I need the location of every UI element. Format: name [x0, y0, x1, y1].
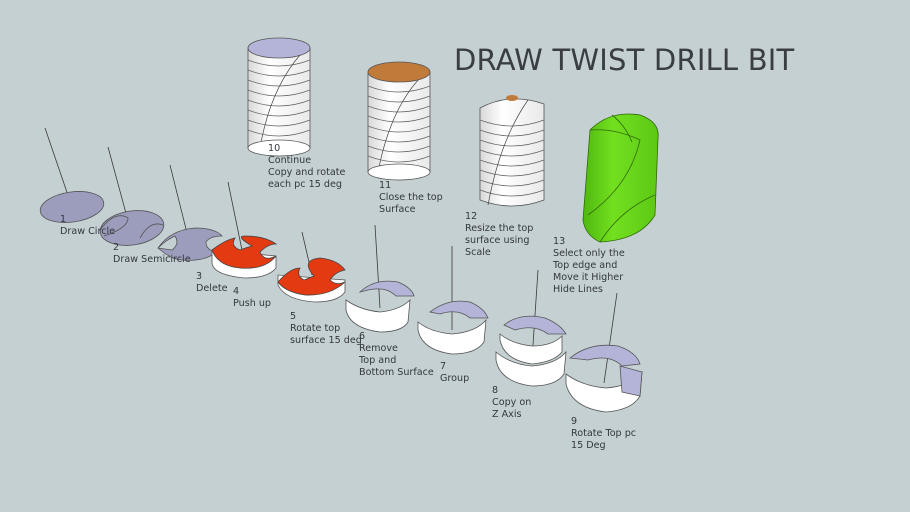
step-12-scaled-column: [479, 95, 545, 207]
step-7-label: 7 Group: [440, 361, 470, 384]
step-5-label: 5 Rotate top surface 15 deg: [290, 311, 362, 346]
step-4-pushed-shape: [211, 235, 278, 279]
step-4-label: 4 Push up: [233, 286, 271, 309]
step-12-label: 12 Resize the top surface using Scale: [465, 211, 534, 258]
step-1-circle: [39, 191, 105, 223]
step-2-label: 2 Draw Semicircle: [113, 242, 191, 265]
step-3-cut-shape: [157, 227, 223, 261]
step-5-rotated-shape: [277, 257, 346, 303]
step-13-label: 13 Select only the Top edge and Move it …: [553, 236, 625, 295]
step-8-label: 8 Copy on Z Axis: [492, 385, 532, 420]
step-7-grouped-ring: [417, 300, 489, 355]
step-1-label: 1 Draw Circle: [60, 214, 116, 237]
step-11-closed-top-column: [367, 61, 431, 181]
step-13-final-drill-bit: [582, 113, 659, 243]
page-title: DRAW TWIST DRILL BIT: [454, 43, 795, 77]
leader-lines: [44, 127, 618, 384]
step-11-label: 11 Close the top Surface: [379, 180, 443, 215]
step-10-label: 10 Continue Copy and rotate each pc 15 d…: [268, 143, 346, 190]
step-10-spiral-column: [247, 37, 311, 157]
step-6-open-ring: [345, 280, 415, 333]
step-2-semicircle-shape: [99, 210, 165, 246]
step-9-rotated-rings: [565, 344, 643, 413]
step-6-label: 6 Remove Top and Bottom Surface: [359, 331, 434, 378]
step-8-stacked-rings: [495, 315, 567, 387]
step-3-label: 3 Delete: [196, 271, 228, 294]
step-9-label: 9 Rotate Top pc 15 Deg: [571, 416, 637, 451]
